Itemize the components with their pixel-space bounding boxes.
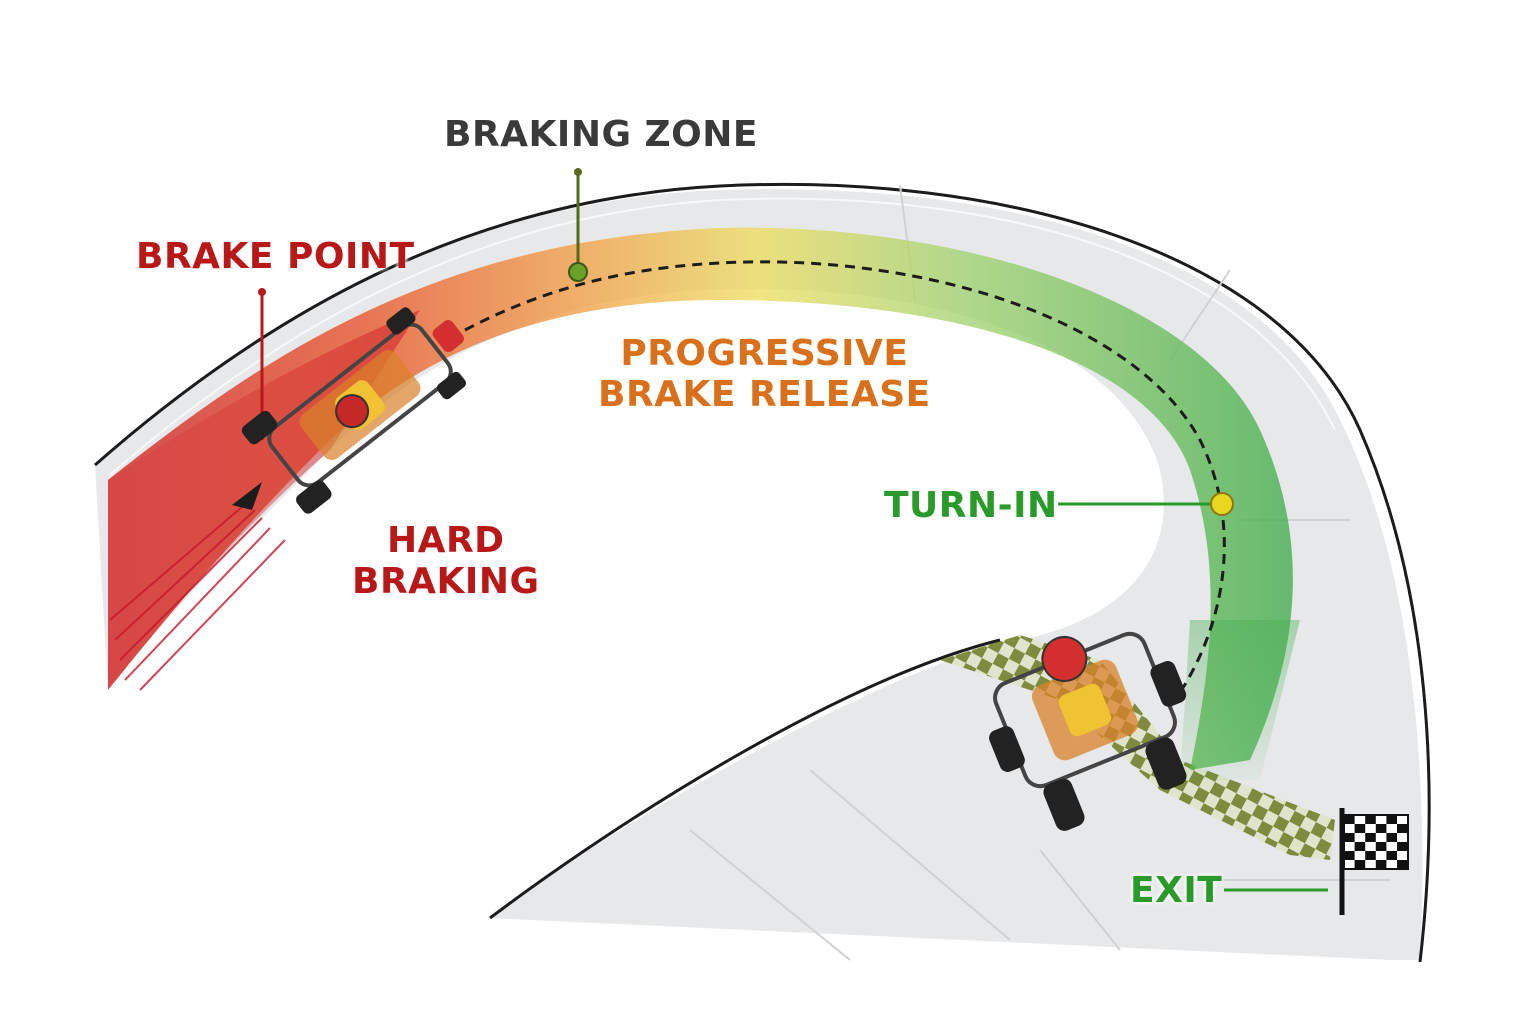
braking-zone-marker [568,262,588,282]
braking-zone-label: BRAKING ZONE [444,114,758,155]
progressive-line-2: BRAKE RELEASE [598,374,931,416]
callout-leaders [258,168,1328,892]
turn-in-marker [1210,492,1234,516]
braking-gradient-band [108,227,1293,770]
go-kart-icon [241,307,466,514]
hard-braking-line-1: HARD [386,520,505,561]
brake-point-label: BRAKE POINT [136,236,415,277]
track-outer-edge [94,182,1431,963]
hard-braking-line-2: BRAKING [352,561,540,603]
go-kart-icon [989,631,1187,831]
skid-marks-icon [109,499,286,691]
hard-braking-label: HARD BRAKING [352,520,540,603]
exit-label: EXIT [1130,870,1223,911]
turn-in-label: TURN-IN [884,485,1058,526]
checkered-flag-icon [1339,808,1409,915]
track-inner-edge [489,638,1001,920]
skid-arrow-icon [232,482,262,510]
progressive-line-1: PROGRESSIVE [620,333,909,374]
racing-line [464,260,1226,701]
progressive-brake-release-label: PROGRESSIVE BRAKE RELEASE [598,333,931,416]
